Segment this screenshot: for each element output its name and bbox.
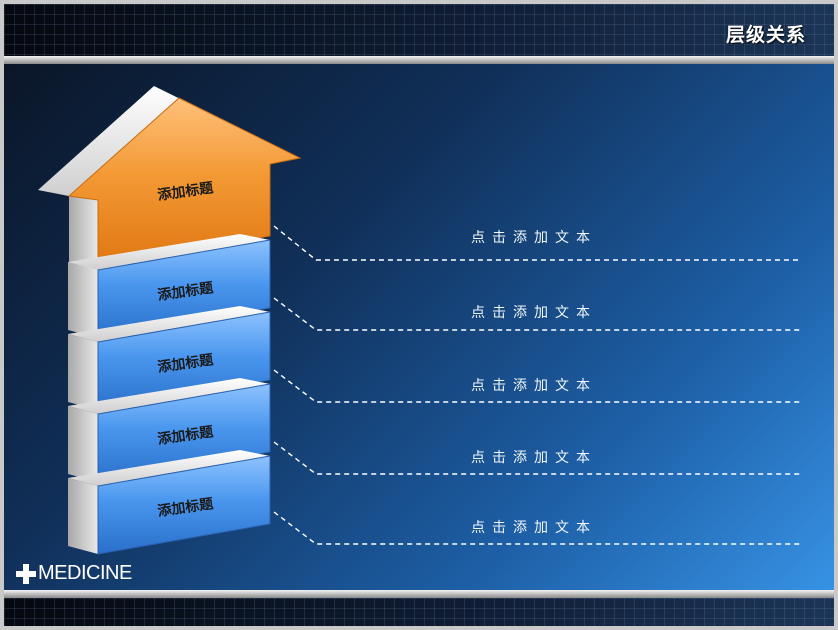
medical-cross-icon xyxy=(16,563,36,584)
connector-lines xyxy=(273,225,800,545)
footer-divider xyxy=(4,590,834,598)
level-1-text[interactable]: 点击添加文本 xyxy=(471,230,597,246)
connector-line-1 xyxy=(273,225,800,261)
block-side-face xyxy=(68,262,98,338)
level-2-text[interactable]: 点击添加文本 xyxy=(471,305,597,321)
block-top-face xyxy=(68,234,270,270)
footer-bar xyxy=(4,598,834,626)
block-top-face xyxy=(68,306,270,342)
level-5-text[interactable]: 点击添加文本 xyxy=(471,520,597,536)
block-side-face xyxy=(68,406,98,482)
page-title: 层级关系 xyxy=(725,24,806,46)
medicine-logo: MEDICINE xyxy=(16,562,132,585)
slide: 层级关系 xyxy=(4,4,834,626)
arrow-roof-face xyxy=(38,86,300,196)
level-3-text[interactable]: 点击添加文本 xyxy=(471,378,597,394)
header-bar xyxy=(4,4,834,56)
block-front-face xyxy=(97,455,271,555)
level-4-text[interactable]: 点击添加文本 xyxy=(471,450,597,466)
block-top-face xyxy=(68,378,270,414)
header-divider xyxy=(4,56,834,64)
block-top-face xyxy=(68,450,270,486)
logo-text: MEDICINE xyxy=(38,562,132,584)
hierarchy-diagram: 添加标题 添加标题 添加标题 添加标题 添加标题 xyxy=(38,86,800,555)
block-side-face xyxy=(68,334,98,410)
arrow-left-face-2 xyxy=(69,196,98,268)
arrow-top-block[interactable]: 添加标题 xyxy=(38,86,302,270)
level-5-block[interactable]: 添加标题 xyxy=(68,450,271,555)
block-side-face xyxy=(68,478,98,554)
